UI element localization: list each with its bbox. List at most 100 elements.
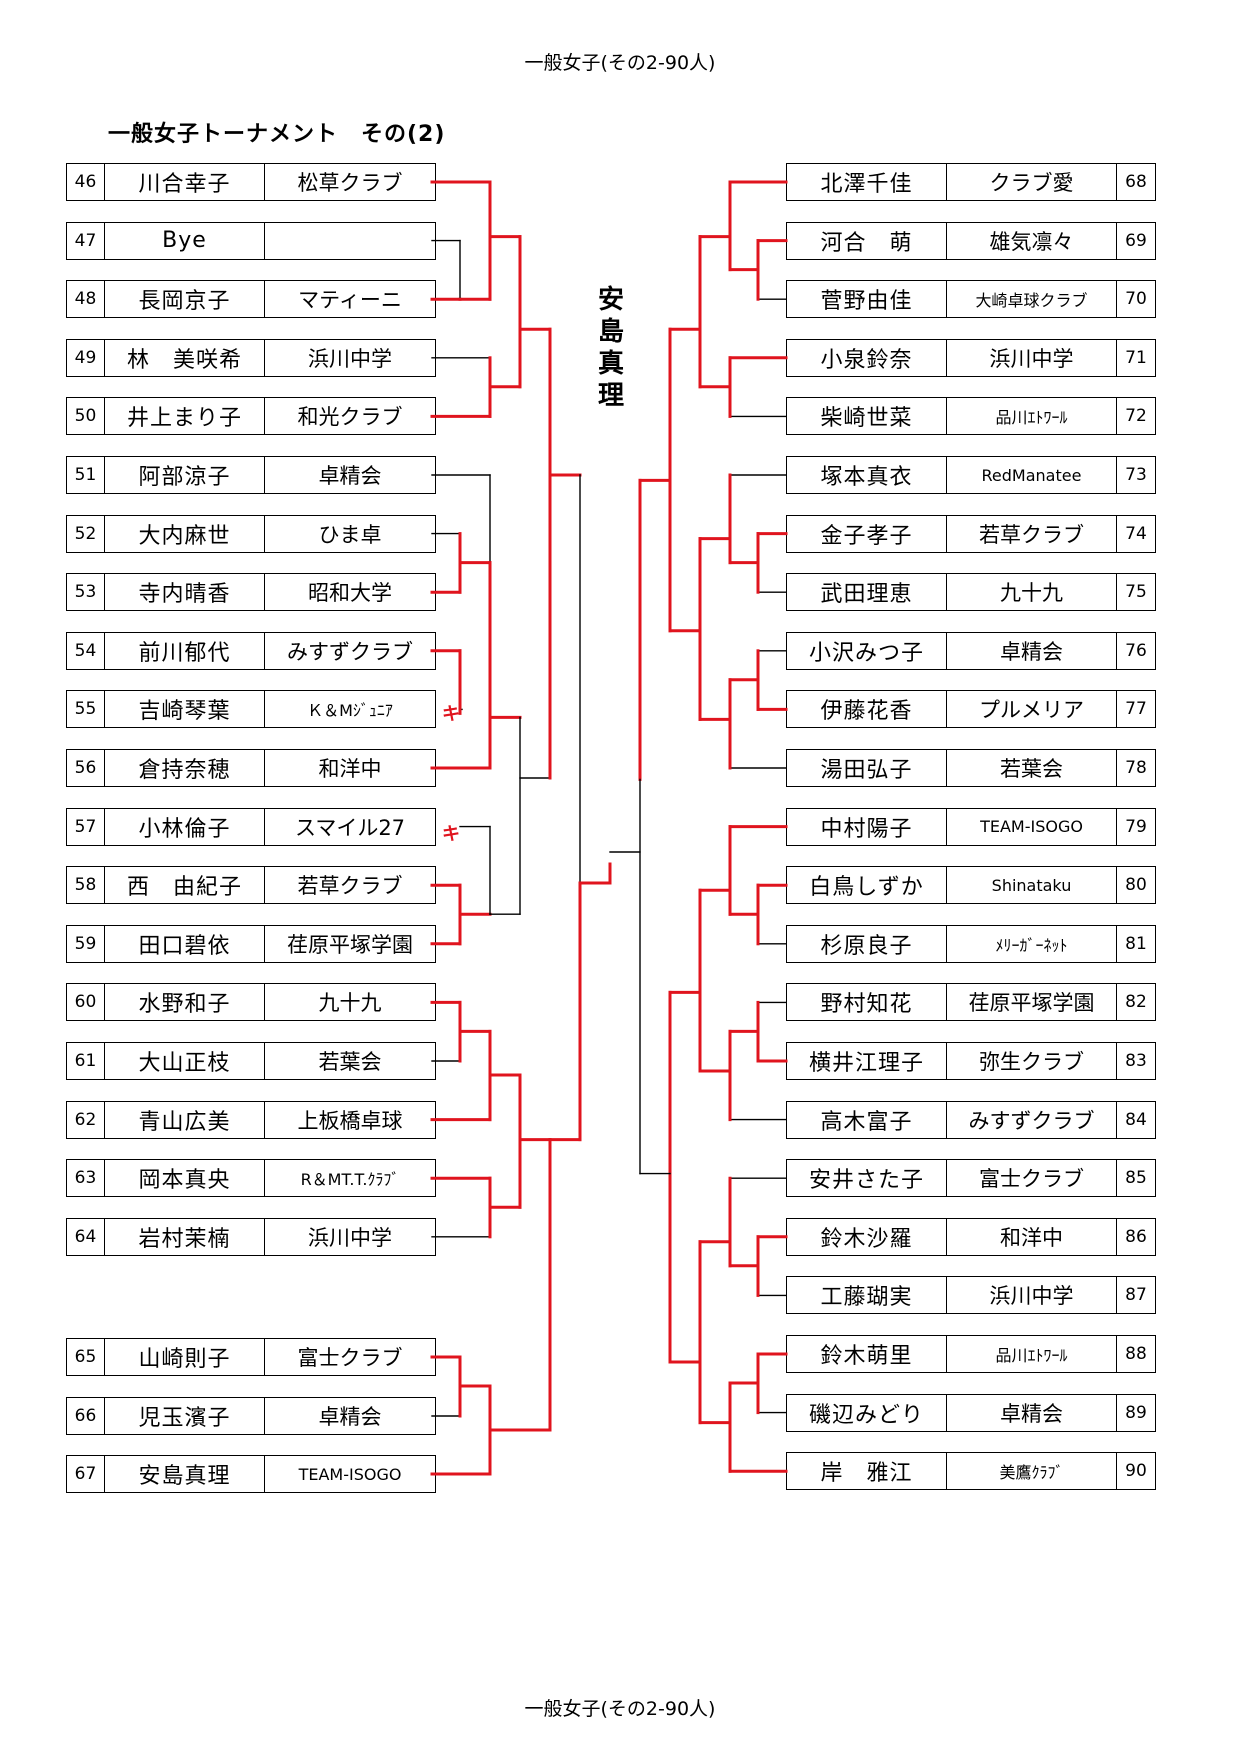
- player-name: 杉原良子: [787, 925, 947, 962]
- withdrawal-mark-57: キ: [442, 824, 460, 845]
- club-name: R＆MT.T.ｸﾗﾌﾞ: [300, 1170, 400, 1190]
- page-title: 一般女子トーナメント その(2): [108, 122, 446, 147]
- player-name: 大山正枝: [105, 1043, 265, 1079]
- entry-number: 55: [67, 691, 105, 728]
- club-name: Ｋ＆Mｼﾞｭﾆｱ: [307, 701, 393, 721]
- club-name: みすずクラブ: [947, 1101, 1117, 1138]
- player-name: 武田理恵: [787, 574, 947, 611]
- club-name: 上板橋卓球: [297, 1108, 403, 1133]
- club-name: 卓精会: [947, 1394, 1117, 1431]
- entry-number: 74: [1125, 523, 1147, 544]
- player-name: 倉持奈穂: [105, 750, 265, 786]
- entry-number: 81: [1125, 933, 1147, 954]
- entry-number: 58: [67, 867, 105, 904]
- page-footer: 一般女子(その2-90人): [524, 1698, 716, 1720]
- club-name: 九十九: [318, 991, 382, 1016]
- entry-number: 83: [1125, 1051, 1147, 1071]
- player-name: 北澤千佳: [787, 164, 947, 200]
- player-name: 大内麻世: [105, 515, 265, 552]
- player-name: 工藤瑚実: [787, 1277, 947, 1314]
- entry-number: 77: [1125, 699, 1147, 720]
- club-name: 荏原平塚学園: [287, 932, 413, 957]
- player-name: 山崎則子: [105, 1339, 265, 1375]
- player-name: 児玉濱子: [105, 1398, 265, 1434]
- entry-number: 79: [1125, 816, 1147, 837]
- page-header: 一般女子(その2-90人): [524, 52, 716, 74]
- player-name: 岸 雅江: [787, 1453, 947, 1490]
- entry-number: 62: [67, 1101, 105, 1138]
- club-name: 浜川中学: [308, 1225, 392, 1250]
- entry-number: 90: [1125, 1461, 1147, 1482]
- entry-number: 52: [67, 515, 105, 552]
- club-name: 若草クラブ: [947, 515, 1117, 552]
- club-name: Shinataku: [947, 867, 1117, 904]
- player-name: 河合 萌: [787, 222, 947, 259]
- entry-number: 69: [1125, 230, 1147, 251]
- entry-number: 50: [67, 398, 105, 435]
- entry-number: 73: [1125, 465, 1147, 485]
- player-name: 小沢みつ子: [787, 632, 947, 669]
- entry-number: 53: [67, 574, 105, 611]
- entry-row: 伊藤花香プルメリア 77: [786, 690, 1156, 729]
- entry-number: 89: [1125, 1402, 1147, 1423]
- club-name: 卓精会: [947, 632, 1117, 669]
- entry-number: 61: [67, 1043, 105, 1079]
- club-name: 松草クラブ: [297, 171, 403, 195]
- player-name: 野村知花: [787, 984, 947, 1021]
- player-name: 菅野由佳: [787, 281, 947, 318]
- player-name: 吉崎琴葉: [105, 691, 265, 728]
- player-name: 青山広美: [105, 1101, 265, 1138]
- entry-number: 51: [67, 457, 105, 493]
- club-name: 富士クラブ: [947, 1160, 1117, 1197]
- club-name: 品川ｴﾄﾜｰﾙ: [947, 398, 1117, 435]
- player-name: Bye: [105, 222, 265, 259]
- club-name: 浜川中学: [947, 339, 1117, 376]
- player-name: 西 由紀子: [105, 867, 265, 904]
- entry-number: 66: [67, 1398, 105, 1434]
- entry-number: 84: [1125, 1109, 1147, 1130]
- entry-number: 85: [1125, 1168, 1147, 1189]
- entry-number: 71: [1125, 347, 1147, 368]
- player-name: 田口碧依: [105, 925, 265, 962]
- player-name: 前川郁代: [105, 632, 265, 669]
- club-name: RedManatee: [947, 457, 1117, 493]
- player-name: 安井さた子: [787, 1160, 947, 1197]
- club-name: 若葉会: [318, 1050, 382, 1074]
- entry-number: 49: [67, 339, 105, 376]
- club-name: 雄気凛々: [947, 222, 1117, 259]
- entry-number: 82: [1125, 992, 1147, 1013]
- entry-number: 72: [1125, 406, 1147, 427]
- club-name: プルメリア: [947, 691, 1117, 728]
- entry-number: 78: [1125, 758, 1147, 778]
- entry-number: 47: [67, 222, 105, 259]
- player-name: 岩村茉楠: [105, 1218, 265, 1255]
- player-name: 伊藤花香: [787, 691, 947, 728]
- player-name: 中村陽子: [787, 808, 947, 845]
- withdrawal-mark-55: キ: [442, 704, 460, 725]
- entry-number: 88: [1125, 1344, 1147, 1364]
- club-name: 卓精会: [318, 1405, 382, 1429]
